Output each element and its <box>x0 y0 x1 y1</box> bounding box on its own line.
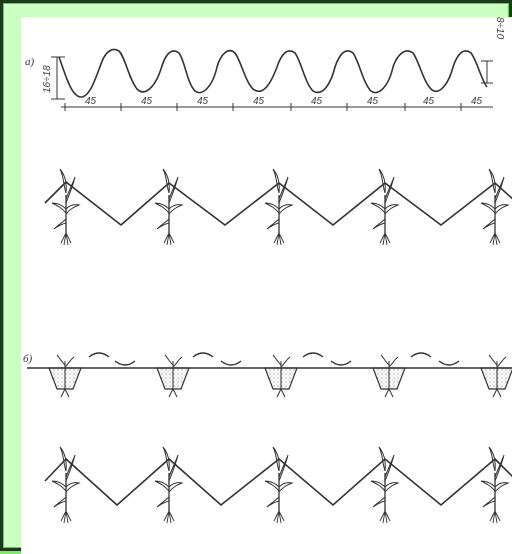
spacing-label-8: 45 <box>471 96 483 107</box>
spacing-label-6: 45 <box>367 96 379 107</box>
planting-diagram: а) 16÷18 8÷10 <box>23 17 512 524</box>
spacing-label-7: 45 <box>423 96 435 107</box>
planting-furrows <box>48 367 512 390</box>
spacing-label-4: 45 <box>253 96 265 107</box>
seedlings <box>56 354 507 398</box>
panel-a-label: а) <box>25 56 35 68</box>
panel-b-label: б) <box>23 353 33 365</box>
plant-row-1 <box>51 168 509 246</box>
soil-arcs <box>88 352 460 366</box>
spacing-ticks <box>64 103 462 111</box>
plant-row-2 <box>51 446 509 524</box>
depth-dimension-label: 8÷10 <box>494 17 505 40</box>
drawing-sheet: а) 16÷18 8÷10 <box>21 17 512 554</box>
spacing-label-2: 45 <box>141 96 153 107</box>
spacing-label-3: 45 <box>197 96 209 107</box>
height-dimension-label: 16÷18 <box>42 65 53 93</box>
spacing-label-1: 45 <box>85 96 97 107</box>
ridge-profile <box>58 48 488 98</box>
spacing-label-5: 45 <box>311 96 323 107</box>
